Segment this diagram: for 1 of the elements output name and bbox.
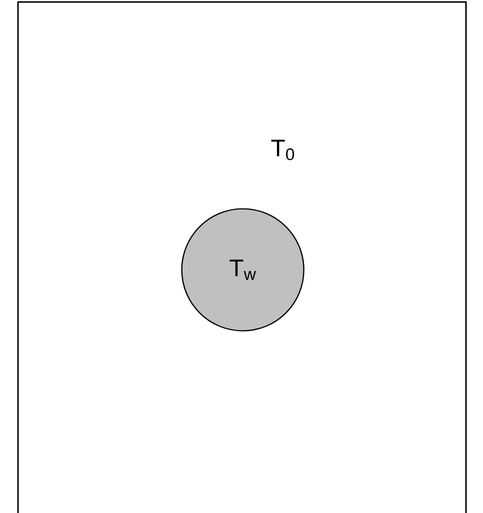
circle-node: T$_{w}$ xyxy=(181,208,304,332)
